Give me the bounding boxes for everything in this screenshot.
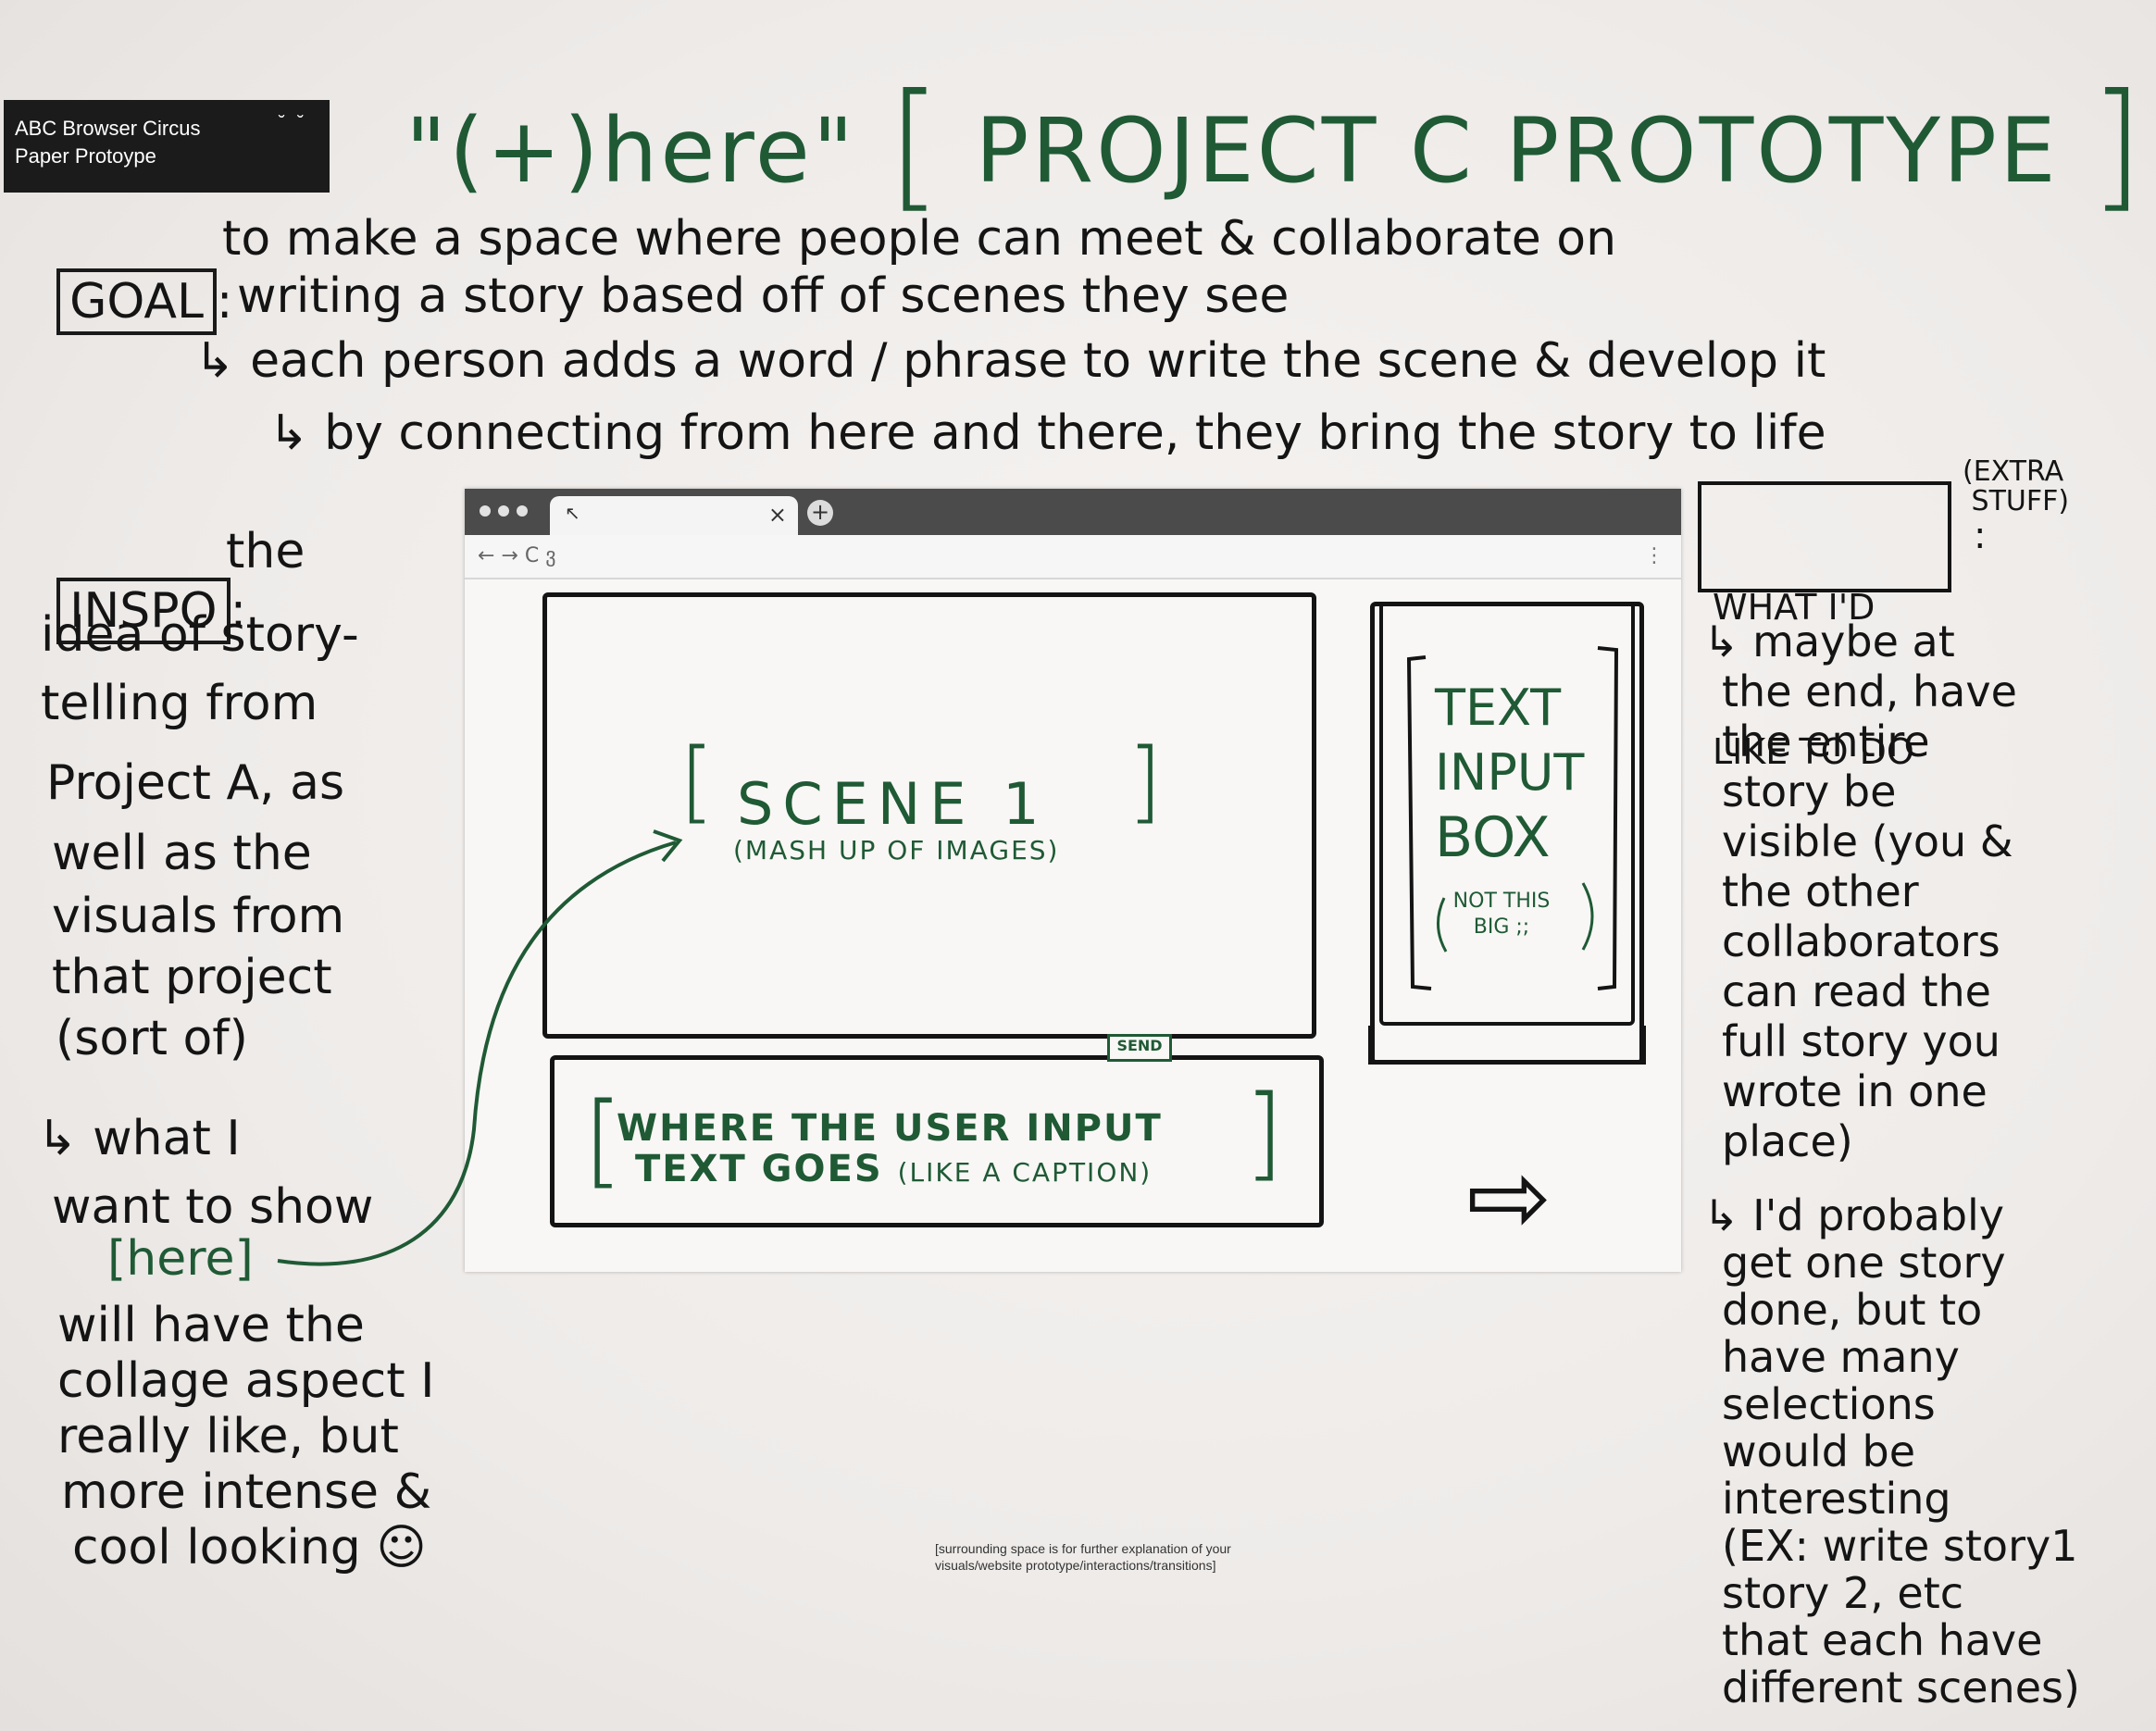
scene-bracket-close: ] [1128, 729, 1163, 833]
browser-tab-bar: ↖ × + [465, 489, 1681, 535]
inspo-tail-line-3: more intense & [61, 1464, 432, 1520]
cursor-icon: ↖ [565, 502, 580, 524]
goal-bullet-2: ↳ by connecting from here and there, the… [268, 405, 1826, 461]
caption-note: (LIKE A CAPTION) [897, 1157, 1153, 1188]
scene-subtitle: (MASH UP OF IMAGES) [733, 835, 1060, 866]
goal-line-2: writing a story based off of scenes they… [237, 268, 1290, 324]
extra-label-line-1: WHAT I'D [1713, 587, 1876, 628]
footnote-line-2: visuals/website prototype/interactions/t… [935, 1558, 1216, 1573]
browser-toolbar: ← → C ვ ⋮ [465, 535, 1681, 579]
title-close-bracket: ] [2089, 65, 2147, 226]
goal-label: GOAL [56, 268, 217, 335]
label-line-2: Paper Protoype [15, 144, 156, 168]
inspo-sub-line-0: ↳ what I [37, 1111, 241, 1166]
note1-line-9: wrote in one [1722, 1066, 1988, 1116]
window-dot-1 [480, 505, 491, 517]
note2-line-7: (EX: write story1 [1722, 1521, 2078, 1571]
window-dot-2 [498, 505, 509, 517]
caption-line-1: WHERE THE USER INPUT [617, 1107, 1163, 1150]
footnote: [surrounding space is for further explan… [935, 1540, 1324, 1574]
window-dot-3 [517, 505, 528, 517]
note1-line-3: story be [1722, 766, 1897, 816]
goal-label-wrap: GOAL: [26, 218, 233, 335]
inspo-tail-line-4: cool looking ☺ [72, 1520, 427, 1575]
template-label: ABC Browser Circus Paper Protoype ˘ ˘ [4, 100, 330, 193]
footnote-line-1: [surrounding space is for further explan… [935, 1541, 1231, 1556]
note2-line-10: different scenes) [1722, 1663, 2080, 1712]
note2-line-2: done, but to [1722, 1285, 1983, 1335]
note2-line-0: ↳ I'd probably [1703, 1190, 2005, 1240]
inspo-line-6: that project [52, 950, 332, 1005]
inspo-line-7: (sort of) [56, 1011, 248, 1066]
inspo-here: [here] [107, 1231, 254, 1287]
note1-line-6: collaborators [1722, 916, 2000, 966]
input-label-3: BOX [1435, 805, 1551, 870]
send-button[interactable]: SEND [1107, 1034, 1172, 1062]
inspo-colon: : [230, 583, 247, 639]
input-label-2: INPUT [1435, 743, 1585, 802]
input-note-2: BIG ;; [1473, 915, 1530, 939]
page-title: "(+)here" [ PROJECT C PROTOTYPE ] [405, 54, 2147, 226]
note2-line-5: would be [1722, 1426, 1916, 1476]
note2-line-8: story 2, etc [1722, 1568, 1964, 1618]
text-input-inner-box [1379, 602, 1635, 1026]
input-note: NOT THIS BIG ;; [1446, 889, 1557, 940]
inspo-line-4: well as the [52, 826, 312, 881]
extra-label: WHAT I'D LIKE TO DO [1698, 481, 1951, 772]
scene-bracket-open: [ [679, 729, 715, 833]
extra-label-line-2: LIKE TO DO [1713, 731, 1914, 772]
caption-bracket-close: ] [1244, 1073, 1284, 1191]
scene-title: SCENE 1 [737, 770, 1049, 838]
close-tab-icon[interactable]: × [767, 502, 787, 528]
input-label-1: TEXT [1435, 679, 1562, 737]
inspo-line-3: Project A, as [46, 755, 345, 811]
menu-icon[interactable]: ⋮ [1644, 544, 1664, 567]
note1-line-8: full story you [1722, 1016, 2000, 1066]
note2-line-9: that each have [1722, 1615, 2043, 1665]
note1-line-2: the entire [1722, 716, 1930, 766]
inspo-tail-line-1: collage aspect I [57, 1353, 435, 1409]
new-tab-button[interactable]: + [807, 500, 833, 526]
note2-line-3: have many [1722, 1332, 1960, 1382]
nav-buttons[interactable]: ← → C ვ [478, 544, 556, 567]
inspo-line-0: the [226, 524, 305, 579]
title-quote: "(+)here" [405, 99, 856, 203]
note2-line-1: get one story [1722, 1238, 2006, 1288]
inspo-sub-line-1: want to show [52, 1179, 374, 1235]
inspo-line-1: idea of story- [41, 607, 359, 663]
title-main: PROJECT C PROTOTYPE [975, 99, 2059, 203]
note2-line-4: selections [1722, 1379, 1936, 1429]
note1-line-5: the other [1722, 866, 1919, 916]
goal-bullet-1: ↳ each person adds a word / phrase to wr… [194, 333, 1826, 389]
scene-box [542, 592, 1316, 1039]
extra-aside: (EXTRA STUFF) [1963, 455, 2070, 517]
caption-line-2: TEXT GOES (LIKE A CAPTION) [635, 1148, 1152, 1190]
note1-line-1: the end, have [1722, 666, 2017, 716]
note2-line-6: interesting [1722, 1474, 1951, 1524]
next-arrow-icon[interactable]: ⇨ [1466, 1138, 1552, 1256]
caption-line-2-text: TEXT GOES [635, 1148, 883, 1190]
goal-line-1: to make a space where people can meet & … [222, 211, 1617, 267]
note1-line-4: visible (you & [1722, 816, 2013, 866]
note1-line-0: ↳ maybe at [1703, 616, 1955, 666]
inspo-line-5: visuals from [52, 889, 345, 944]
note1-line-7: can read the [1722, 966, 1991, 1016]
inspo-tail-line-2: really like, but [57, 1409, 399, 1464]
browser-tab[interactable]: ↖ × [550, 496, 798, 535]
extra-colon: : [1974, 515, 1987, 557]
label-dots: ˘ ˘ [279, 113, 307, 133]
inspo-label: INSPO [56, 578, 231, 644]
goal-colon: : [216, 274, 233, 330]
note1-line-10: place) [1722, 1116, 1853, 1166]
inspo-line-2: telling from [41, 676, 318, 731]
input-note-1: NOT THIS [1452, 890, 1551, 913]
title-open-bracket: [ [887, 65, 945, 226]
label-line-1: ABC Browser Circus [15, 117, 201, 140]
input-label: TEXT INPUT BOX [1435, 676, 1584, 870]
inspo-label-wrap: INSPO: [26, 528, 247, 644]
inspo-tail-line-0: will have the [57, 1298, 365, 1353]
